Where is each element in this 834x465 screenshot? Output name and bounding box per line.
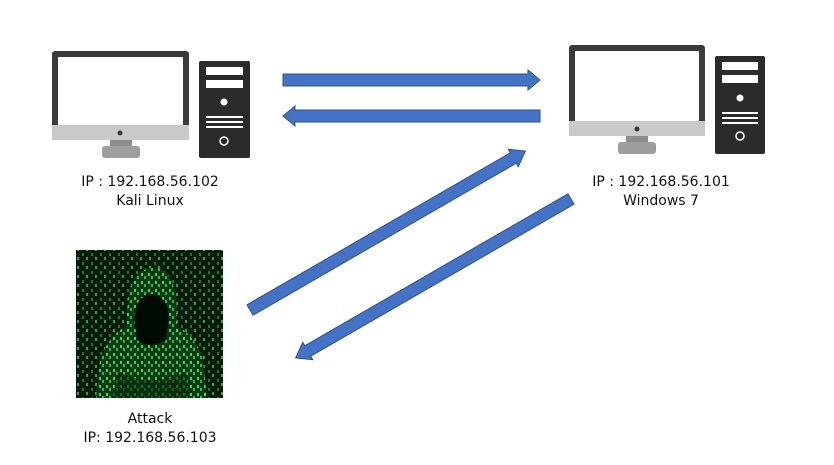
attacker-title-text: Attack [127,411,173,427]
windows-os-text: Windows 7 [623,193,699,209]
arrow-windows-to-attacker [294,193,575,361]
arrow-windows-to-kali [282,104,541,128]
arrow-attacker-to-windows [246,148,527,316]
kali-label: IP : 192.168.56.102 Kali Linux [81,173,219,211]
windows-label: IP : 192.168.56.101 Windows 7 [592,173,730,211]
attacker-ip-text: IP: 192.168.56.103 [83,430,217,446]
attacker-label: Attack IP: 192.168.56.103 [83,410,216,448]
kali-os-text: Kali Linux [116,193,184,209]
windows-computer-icon [569,45,765,154]
arrow-kali-to-windows [282,68,541,92]
kali-computer-icon [52,51,250,158]
hooded-hacker-image [76,250,223,398]
windows-ip-text: IP : 192.168.56.101 [592,174,730,190]
kali-ip-text: IP : 192.168.56.102 [81,174,219,190]
